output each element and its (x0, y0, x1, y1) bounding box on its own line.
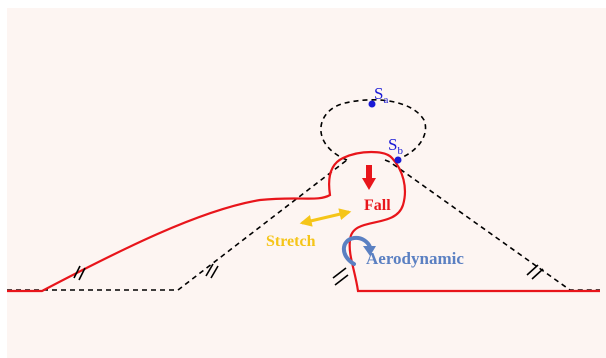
curved-arrow-icon (341, 235, 376, 266)
svg-text:Sb: Sb (388, 135, 403, 157)
reference-profile (7, 99, 600, 291)
arrow-down-icon (362, 165, 376, 190)
point-sb-marker (394, 156, 402, 164)
diagram-background (7, 8, 606, 358)
reference-curve-left (7, 159, 348, 291)
aerodynamic-label: Aerodynamic (366, 249, 464, 268)
break-mark-left (73, 265, 86, 281)
break-mark-center-left (205, 263, 219, 279)
break-mark-right (526, 264, 544, 280)
reference-loop (320, 99, 427, 161)
point-sa-marker (368, 100, 376, 108)
stretch-annotation: Stretch (266, 208, 352, 250)
stretch-label: Stretch (266, 233, 316, 250)
point-sb: Sb (388, 135, 403, 164)
reference-curve-right (384, 159, 600, 291)
deformed-profile (7, 150, 600, 293)
point-sa-subscript: a (383, 94, 388, 106)
aerodynamic-annotation: Aerodynamic (341, 235, 464, 268)
svg-text:Sa: Sa (374, 84, 388, 106)
point-sa: Sa (368, 84, 388, 108)
fall-label: Fall (364, 197, 391, 214)
point-sb-letter: S (388, 135, 397, 154)
break-mark-center (332, 267, 349, 286)
point-sb-subscript: b (397, 145, 403, 157)
double-headed-arrow-icon (299, 208, 352, 227)
break-mark-group (73, 263, 544, 286)
point-sa-letter: S (374, 84, 383, 103)
fall-annotation: Fall (362, 165, 391, 214)
